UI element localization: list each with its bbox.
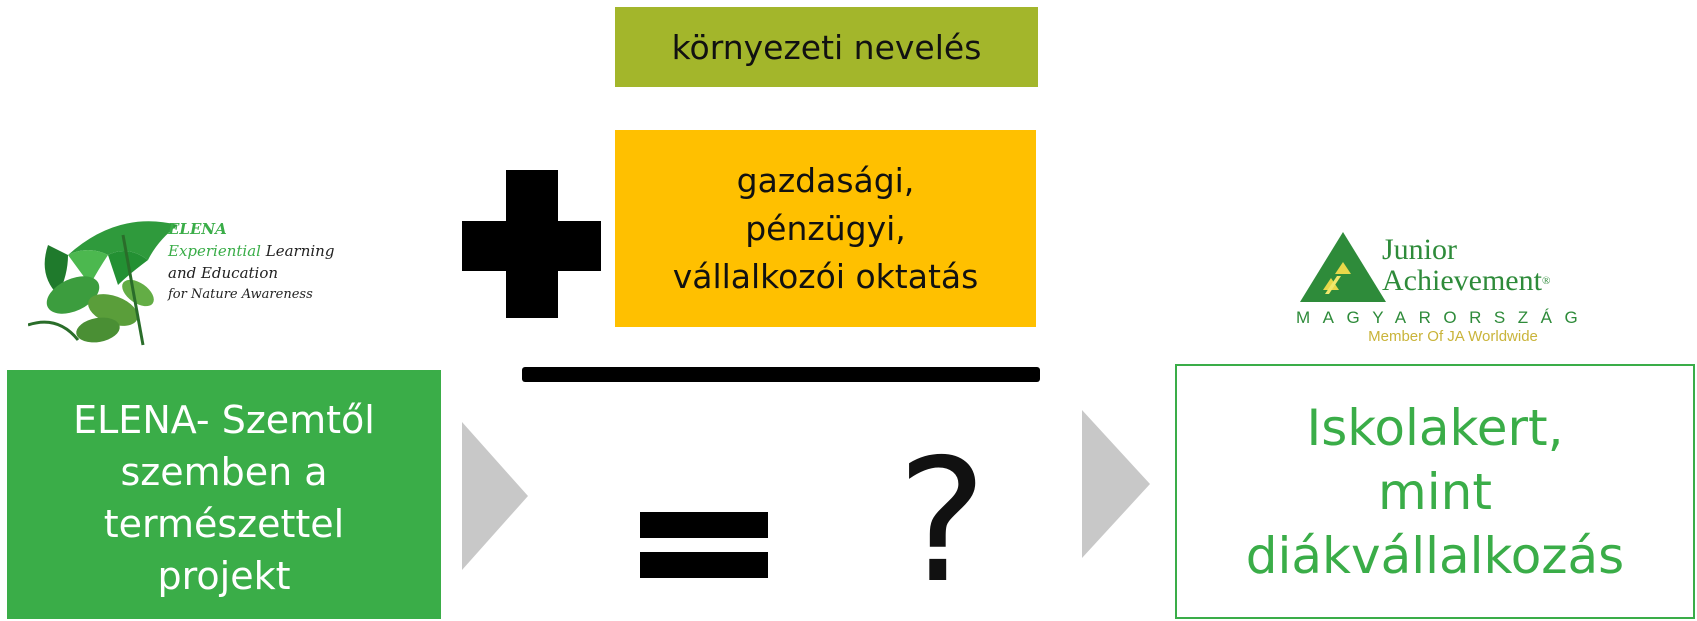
elena-logo-line3: for Nature Awareness [168,287,313,302]
ja-logo-member: Member Of JA Worldwide [1368,328,1538,345]
elena-box-line-2: szemben a [120,449,328,494]
ja-logo-country: MAGYARORSZÁG [1296,308,1591,327]
equals-sign-top [640,512,768,538]
economic-line-3: vállalkozói oktatás [672,256,979,296]
plus-sign-vertical [506,170,558,318]
environmental-education-label: környezeti nevelés [671,27,982,67]
elena-project-box: ELENA- Szemtől szemben a természettel pr… [7,370,441,619]
elena-box-line-4: projekt [157,553,291,598]
elena-umbrella-leaf-icon [27,221,178,346]
school-garden-enterprise-box: Iskolakert, mint diákvállalkozás [1175,364,1695,619]
fraction-line [522,367,1040,382]
elena-box-line-3: természettel [103,501,345,546]
ja-logo-line2-text: Achievement [1382,264,1542,297]
equals-sign-bottom [640,552,768,578]
economic-line-2: pénzügyi, [745,208,906,248]
environmental-education-box: környezeti nevelés [615,7,1038,87]
economic-education-box: gazdasági, pénzügyi, vállalkozói oktatás [615,130,1036,327]
economic-line-1: gazdasági, [736,160,915,200]
result-line-3: diákvállalkozás [1245,526,1625,585]
result-line-1: Iskolakert, [1306,398,1564,457]
question-mark: ? [896,423,988,621]
elena-logo-line1-rest: Learning [265,242,335,260]
elena-logo-line1: Experiential Learning [168,241,334,261]
ja-logo-line1: Junior [1382,233,1457,266]
arrow-right-icon [462,422,528,570]
elena-logo: ELENA Experiential Learning and Educatio… [27,215,428,355]
elena-logo-line2: and Education [168,264,279,282]
ja-registered-mark: ® [1541,275,1551,287]
junior-achievement-triangle-icon [1300,232,1386,302]
elena-logo-line1-colored: Experiential [168,242,261,260]
arrow-right-icon-2 [1082,410,1150,558]
result-line-2: mint [1378,462,1492,521]
elena-logo-title: ELENA [168,220,227,238]
elena-box-line-1: ELENA- Szemtől [73,397,375,442]
ja-logo-line2: Achievement® [1382,265,1550,297]
